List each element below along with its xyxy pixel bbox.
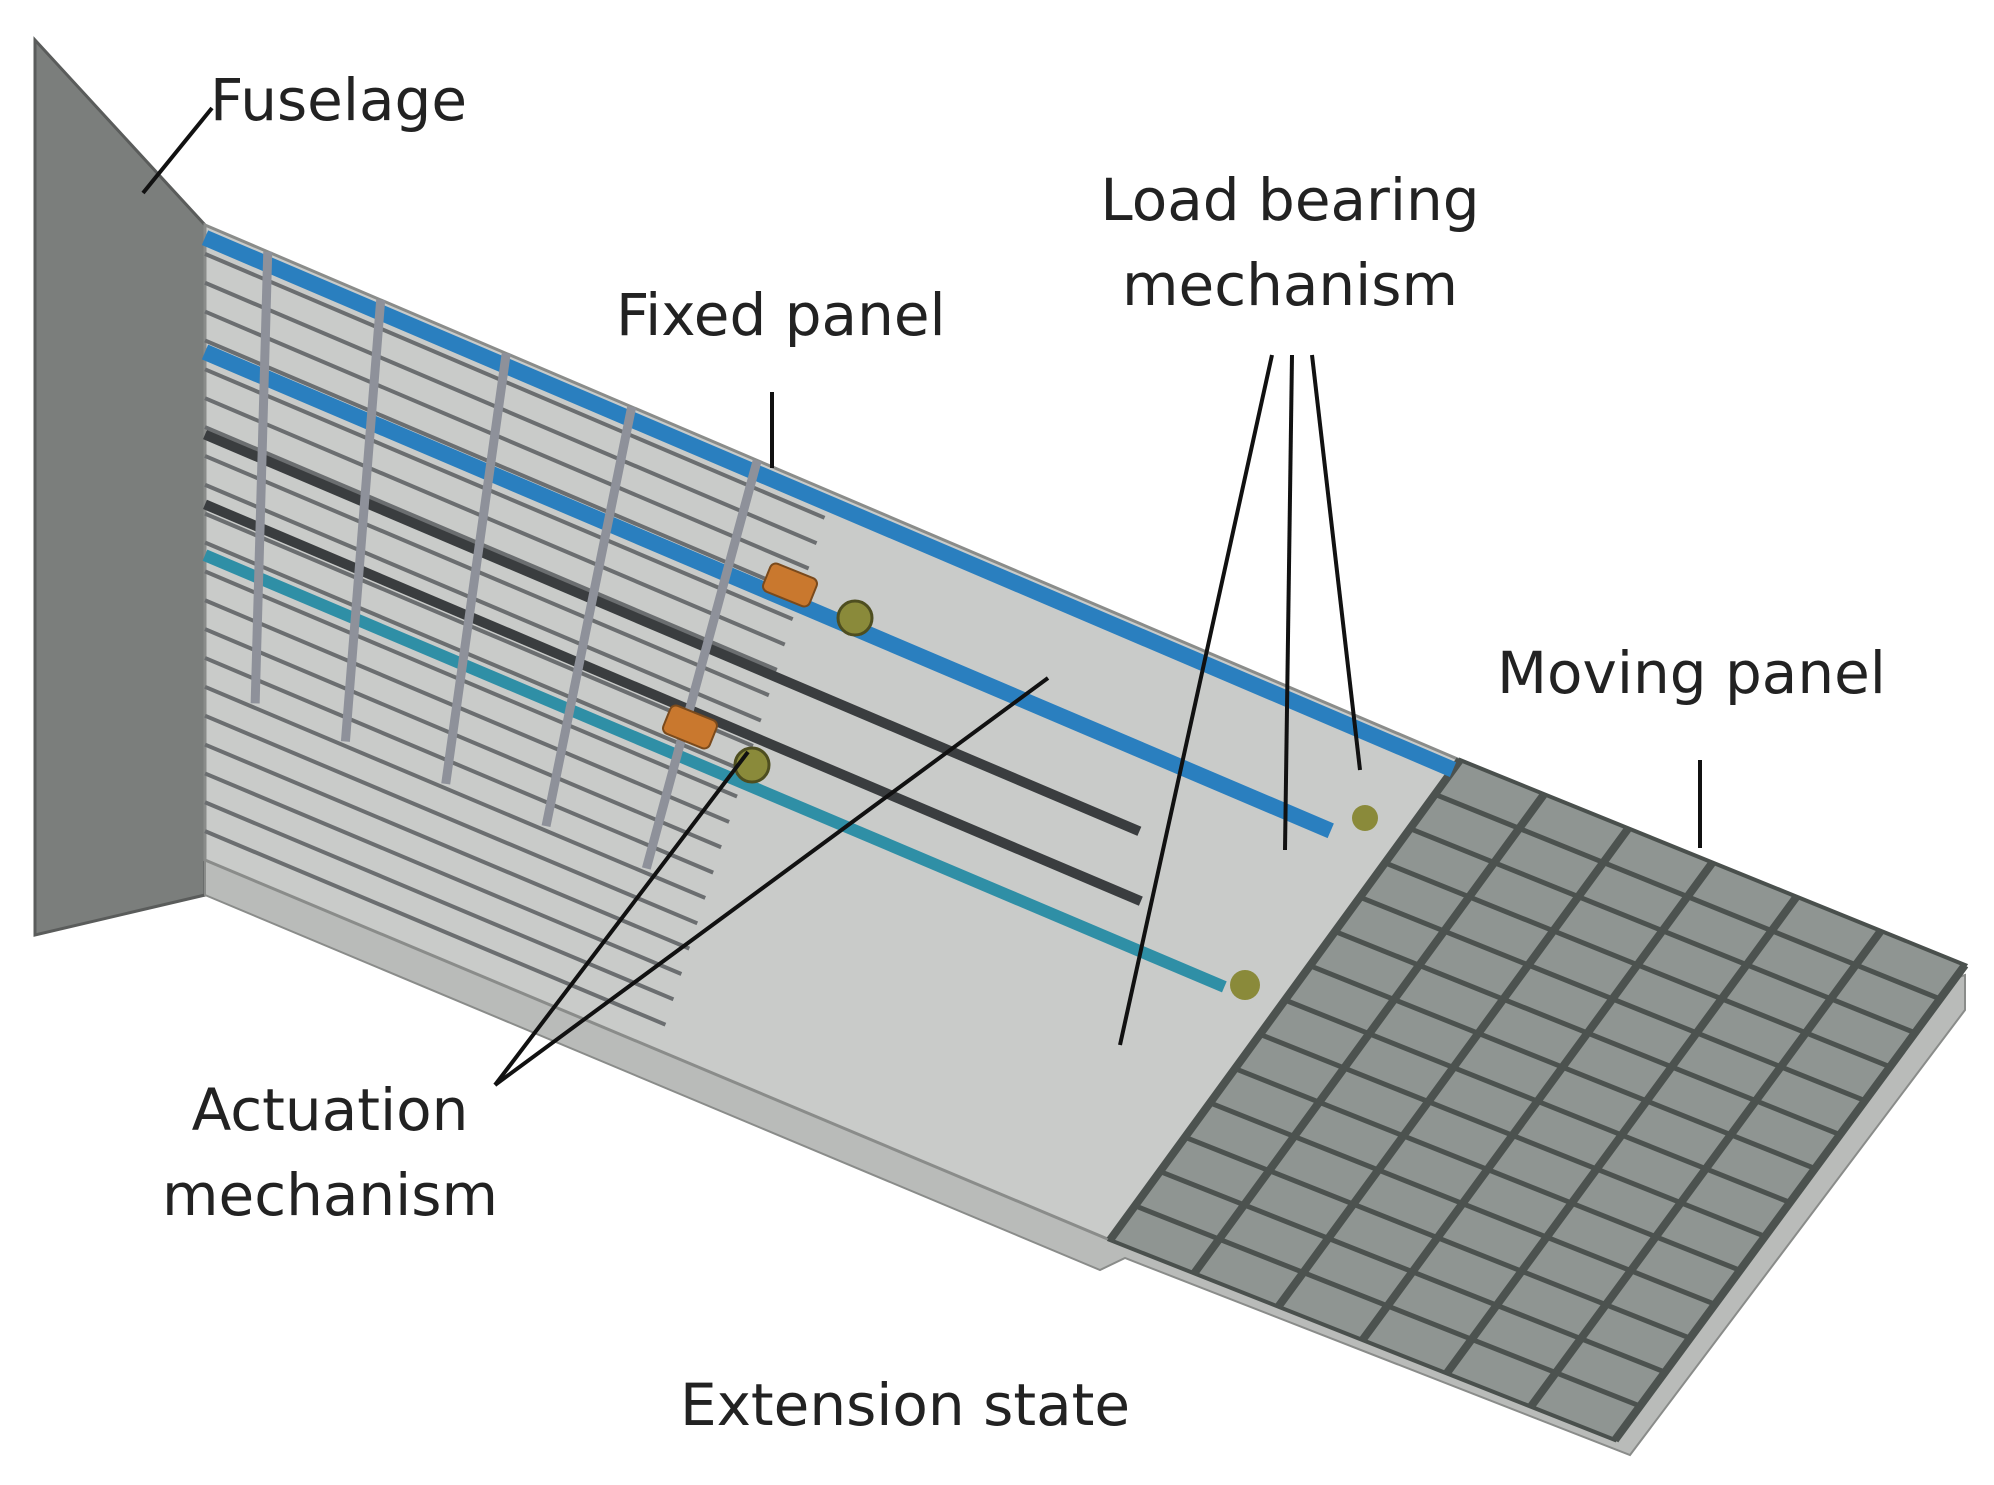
fixed-panel-label: Fixed panel: [616, 281, 946, 349]
stringer: [204, 540, 746, 774]
rib: [340, 299, 386, 742]
load-bearing-label-line2: mechanism: [1122, 251, 1458, 319]
spar: [202, 549, 1227, 993]
fixed-panel-ribs: [250, 251, 762, 870]
moving-rib: [1359, 860, 1716, 1343]
fuselage-wall: [33, 36, 207, 937]
rib: [250, 251, 273, 704]
stringer: [204, 367, 794, 622]
rib: [441, 352, 511, 785]
moving-rib: [1527, 928, 1885, 1410]
joint-tip-1: [1352, 805, 1378, 831]
load-bearing-leaders: [1118, 354, 1362, 1046]
moving-panel-label: Moving panel: [1497, 639, 1886, 707]
rib: [641, 459, 762, 870]
stringer: [204, 252, 826, 520]
spar: [201, 230, 1457, 777]
fuselage-label: Fuselage: [210, 66, 467, 134]
moving-panel: [1106, 757, 1969, 1443]
moving-rib: [1275, 825, 1632, 1310]
rib: [541, 405, 637, 828]
joint-upper: [836, 599, 874, 637]
load-bearing-label-line1: Load bearing: [1100, 166, 1479, 234]
stringer: [204, 742, 691, 951]
moving-rib: [1106, 757, 1464, 1243]
stringer: [204, 656, 714, 875]
actuator-lower: [662, 704, 718, 750]
stringer: [204, 396, 786, 647]
moving-rib: [1190, 791, 1548, 1276]
stringer: [204, 598, 730, 824]
moving-rib: [1443, 894, 1800, 1376]
fuselage-leader: [141, 106, 214, 195]
caption: Extension state: [680, 1371, 1130, 1439]
actuation-leaders: [493, 676, 1050, 1087]
stringer: [204, 511, 754, 748]
actuation-label-line1: Actuation: [192, 1076, 469, 1144]
stringer: [204, 425, 778, 672]
fixed-panel-stringers: [204, 252, 826, 1027]
stringer: [204, 800, 675, 1002]
stringer: [204, 627, 722, 850]
actuation-label-line2: mechanism: [162, 1161, 498, 1229]
stringer: [204, 771, 683, 976]
moving-rib: [1611, 962, 1969, 1443]
stringer: [204, 713, 699, 926]
stringer: [204, 569, 738, 799]
stringer: [204, 454, 770, 698]
stringer: [204, 829, 667, 1027]
stringer: [204, 309, 810, 571]
stringer: [204, 280, 818, 546]
stringer: [204, 338, 802, 596]
actuator-upper: [762, 562, 818, 608]
stringer: [204, 684, 707, 900]
stringer: [204, 482, 762, 723]
joint-tip-2: [1230, 970, 1260, 1000]
